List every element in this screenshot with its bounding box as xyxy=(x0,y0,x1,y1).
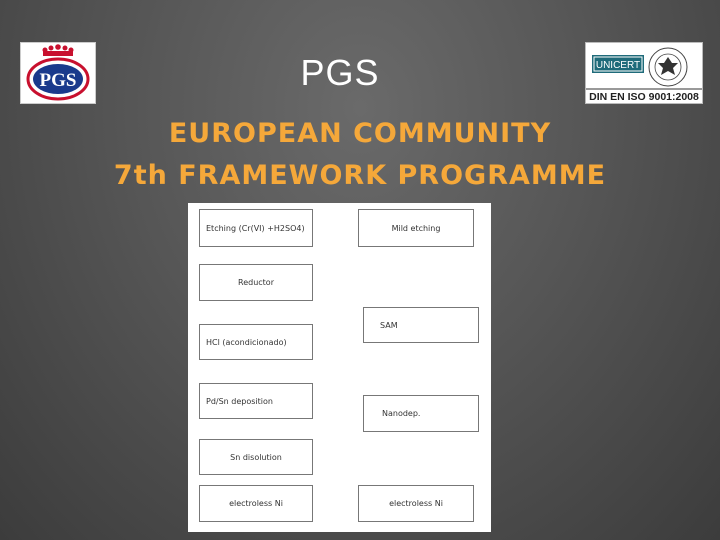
step-reductor: Reductor xyxy=(199,264,313,301)
step-nanodep: Nanodep. xyxy=(363,395,479,432)
iso-standard-text: DIN EN ISO 9001:2008 xyxy=(589,91,699,103)
subtitle-line-2: 7th FRAMEWORK PROGRAMME xyxy=(113,160,607,191)
unicert-text: UNICERT xyxy=(596,60,640,71)
process-diagram: Etching (Cr(VI) +H2SO4) Mild etching Red… xyxy=(188,203,491,532)
unicert-logo: UNICERT DIN EN ISO 9001:2008 xyxy=(585,42,703,104)
step-etching: Etching (Cr(VI) +H2SO4) xyxy=(199,209,313,247)
pgs-logo-text: PGS xyxy=(40,70,77,91)
step-electroless-ni-right: electroless Ni xyxy=(358,485,474,522)
step-pdsn-deposition: Pd/Sn deposition xyxy=(199,383,313,419)
step-sam: SAM xyxy=(363,307,479,343)
pgs-logo: PGS xyxy=(20,42,96,104)
page-title: PGS xyxy=(300,52,380,93)
step-sn-dissolution: Sn disolution xyxy=(199,439,313,475)
eagle-seal-icon xyxy=(658,57,678,75)
step-hcl: HCl (acondicionado) xyxy=(199,324,313,360)
step-electroless-ni-left: electroless Ni xyxy=(199,485,313,522)
step-mild-etching: Mild etching xyxy=(358,209,474,247)
subtitle-line-1: EUROPEAN COMMUNITY xyxy=(168,118,552,149)
